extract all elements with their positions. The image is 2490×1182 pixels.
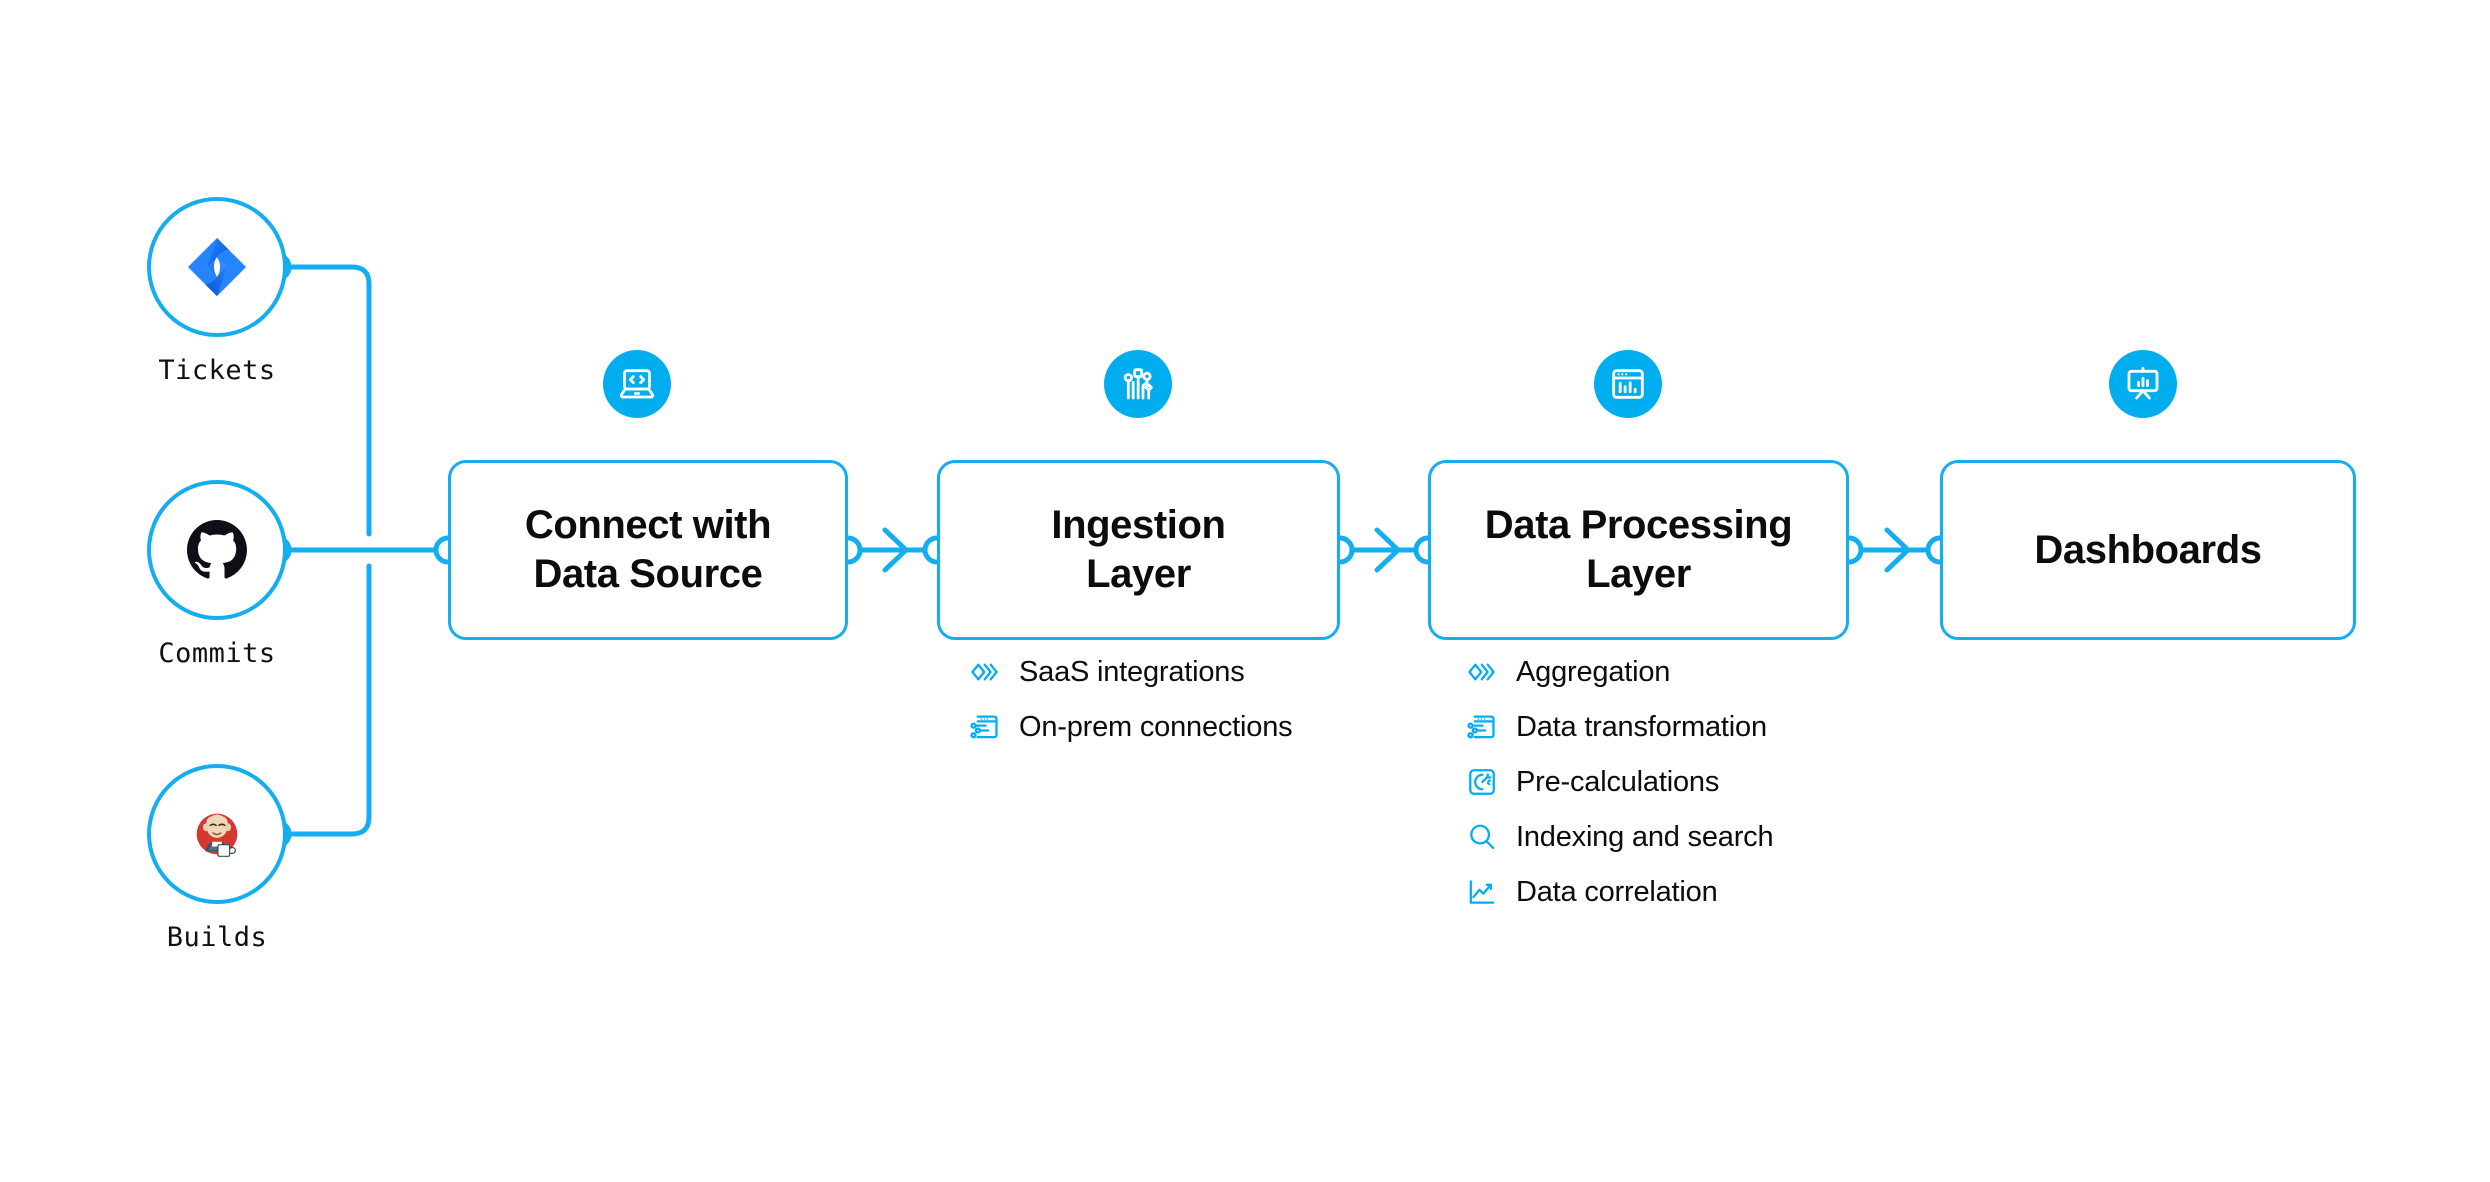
- feature-item: Indexing and search: [1465, 820, 1774, 854]
- feature-label: Pre-calculations: [1516, 765, 1720, 798]
- stage-node-data-processing-layer[interactable]: Data Processing Layer: [1428, 460, 1849, 640]
- stage-title-line2: Layer: [1086, 552, 1191, 596]
- jira-icon: [182, 232, 252, 302]
- feature-list-ingestion: SaaS integrations On-prem connections: [968, 655, 1293, 765]
- feature-list-data-processing: Aggregation Data transformation: [1465, 655, 1774, 930]
- stage-title: Data Processing Layer: [1471, 501, 1806, 599]
- presentation-chart-icon: [2109, 350, 2177, 418]
- stage-title: Connect with Data Source: [511, 501, 785, 599]
- stage-title-line1: Dashboards: [2034, 527, 2262, 572]
- browser-chart-icon: [1594, 350, 1662, 418]
- line-chart-icon: [1465, 875, 1499, 909]
- source-label-commits: Commits: [158, 638, 276, 669]
- source-label-builds: Builds: [166, 922, 268, 953]
- browser-settings-icon: [1465, 710, 1499, 744]
- feature-label: Data transformation: [1516, 710, 1767, 743]
- stage-title-line1: Data Processing: [1484, 503, 1793, 548]
- feature-label: Aggregation: [1516, 655, 1671, 688]
- magnifier-icon: [1465, 820, 1499, 854]
- gauge-square-icon: [1465, 765, 1499, 799]
- feature-item: Aggregation: [1465, 655, 1773, 689]
- arrowhead-3: [1884, 527, 1911, 573]
- laptop-code-icon: [603, 350, 671, 418]
- feature-label: SaaS integrations: [1019, 655, 1245, 688]
- feature-item: Data transformation: [1465, 710, 1773, 744]
- jenkins-icon: [182, 799, 252, 869]
- browser-settings-icon: [968, 710, 1002, 744]
- feature-item: On-prem connections: [968, 710, 1293, 744]
- source-label-tickets: Tickets: [158, 355, 276, 386]
- feature-item: SaaS integrations: [968, 655, 1292, 689]
- arrowhead-1: [882, 527, 909, 573]
- feature-item: Pre-calculations: [1465, 765, 1773, 799]
- stage-title: Ingestion Layer: [1037, 501, 1239, 599]
- wire-builds: [285, 563, 372, 837]
- source-node-tickets[interactable]: Tickets: [147, 197, 287, 386]
- feature-item: Data correlation: [1465, 875, 1773, 909]
- stage-title-line1: Connect with: [524, 503, 772, 548]
- source-node-commits[interactable]: Commits: [147, 480, 287, 669]
- stage-node-connect-with-data-source[interactable]: Connect with Data Source: [448, 460, 848, 640]
- source-ring: [147, 480, 287, 620]
- chevrons-layers-icon: [1465, 655, 1499, 689]
- github-icon: [182, 515, 252, 585]
- stage-title-line2: Layer: [1586, 552, 1691, 596]
- stage-title-line1: Ingestion: [1051, 503, 1226, 548]
- wire-tickets: [285, 264, 372, 537]
- feature-label: On-prem connections: [1019, 710, 1293, 743]
- stage-title-line2: Data Source: [533, 552, 763, 596]
- source-node-builds[interactable]: Builds: [147, 764, 287, 953]
- chevrons-layers-icon: [968, 655, 1002, 689]
- stage-title: Dashboards: [2020, 526, 2275, 575]
- feature-label: Data correlation: [1516, 875, 1718, 908]
- arrowhead-2: [1374, 527, 1401, 573]
- feature-label: Indexing and search: [1516, 820, 1774, 853]
- circuit-nodes-icon: [1104, 350, 1172, 418]
- stage-node-ingestion-layer[interactable]: Ingestion Layer: [937, 460, 1340, 640]
- stage-node-dashboards[interactable]: Dashboards: [1940, 460, 2356, 640]
